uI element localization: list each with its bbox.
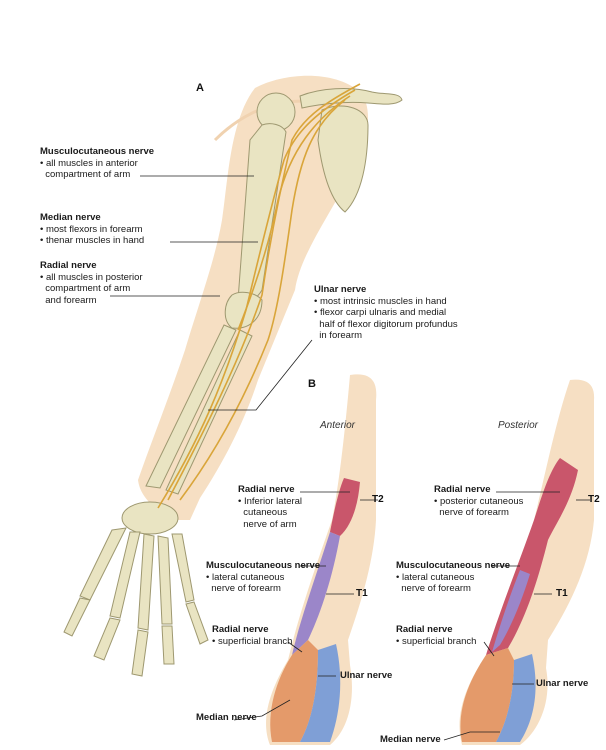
label-median: Median nerve • most flexors in forearm •… [40,212,144,247]
post-segment-t1: T1 [556,588,568,599]
label-line: • lateral cutaneous [396,571,475,583]
label-title: Musculocutaneous nerve [396,560,511,571]
label-title: Median nerve [40,212,101,223]
post-segment-t2: T2 [588,494,600,505]
label-title: Radial nerve [212,624,269,635]
label-line: compartment of arm [40,283,131,294]
post-label-ulnar: Ulnar nerve [536,678,588,690]
label-title: Radial nerve [396,624,453,635]
label-line: • Inferior lateral [238,495,303,507]
leaders-b [233,491,590,741]
label-title: Ulnar nerve [536,678,589,689]
label-title: Radial nerve [434,484,491,495]
ant-label-median: Median nerve [196,712,257,724]
label-title: Radial nerve [238,484,295,495]
label-line: and forearm [40,294,97,306]
label-line: • all muscles in posterior [40,271,143,283]
label-line: • flexor carpi ulnaris and medial [314,307,447,318]
label-line: nerve of forearm [396,583,471,594]
post-label-musculo: Musculocutaneous nerve • lateral cutaneo… [396,560,510,595]
label-title: Radial nerve [40,260,97,271]
panel-a-letter: A [196,82,204,94]
label-line: cutaneous [238,507,288,518]
label-line: nerve of forearm [434,507,509,518]
label-line: • thenar muscles in hand [40,235,145,246]
label-ulnar: Ulnar nerve • most intrinsic muscles in … [314,284,458,342]
panel-b-letter: B [308,378,316,390]
ant-label-radial-sup: Radial nerve • superficial branch [212,624,292,647]
hand-bones [63,501,209,677]
label-line: • posterior cutaneous [434,495,524,507]
label-title: Musculocutaneous nerve [206,560,321,571]
ant-segment-t2: T2 [372,494,384,505]
label-line: • lateral cutaneous [206,571,285,583]
label-line: half of flexor digitorum profundus [314,318,458,330]
label-line: in forearm [314,330,363,341]
label-line: • superficial branch [396,635,477,647]
post-label-radial-sup: Radial nerve • superficial branch [396,624,476,647]
scapula [299,88,403,213]
label-line: • most intrinsic muscles in hand [314,295,447,307]
label-title: Median nerve [196,712,257,723]
label-line: • most flexors in forearm [40,223,143,235]
label-title: Ulnar nerve [314,284,367,295]
post-label-median: Median nerve [380,734,441,746]
ant-label-musculo: Musculocutaneous nerve • lateral cutaneo… [206,560,320,595]
ant-label-radial-arm: Radial nerve • Inferior lateral cutaneou… [238,484,302,530]
label-title: Median nerve [380,734,441,745]
label-radial: Radial nerve • all muscles in posterior … [40,260,143,306]
ant-segment-t1: T1 [356,588,368,599]
label-line: compartment of arm [40,169,131,180]
posterior-arm [459,379,595,745]
view-posterior: Posterior [498,420,539,431]
label-line: nerve of forearm [206,583,281,594]
label-line: nerve of arm [238,518,297,530]
label-line: • superficial branch [212,635,293,647]
humerus [224,92,296,329]
view-anterior: Anterior [320,420,356,431]
post-label-radial: Radial nerve • posterior cutaneous nerve… [434,484,523,519]
anterior-arm [266,374,377,745]
label-title: Ulnar nerve [340,670,393,681]
ant-label-ulnar: Ulnar nerve [340,670,392,682]
label-title: Musculocutaneous nerve [40,146,155,157]
leaders-a [110,175,313,411]
label-musculocutaneous: Musculocutaneous nerve • all muscles in … [40,146,154,181]
label-line: • all muscles in anterior [40,157,138,169]
nerves-a [157,83,361,509]
